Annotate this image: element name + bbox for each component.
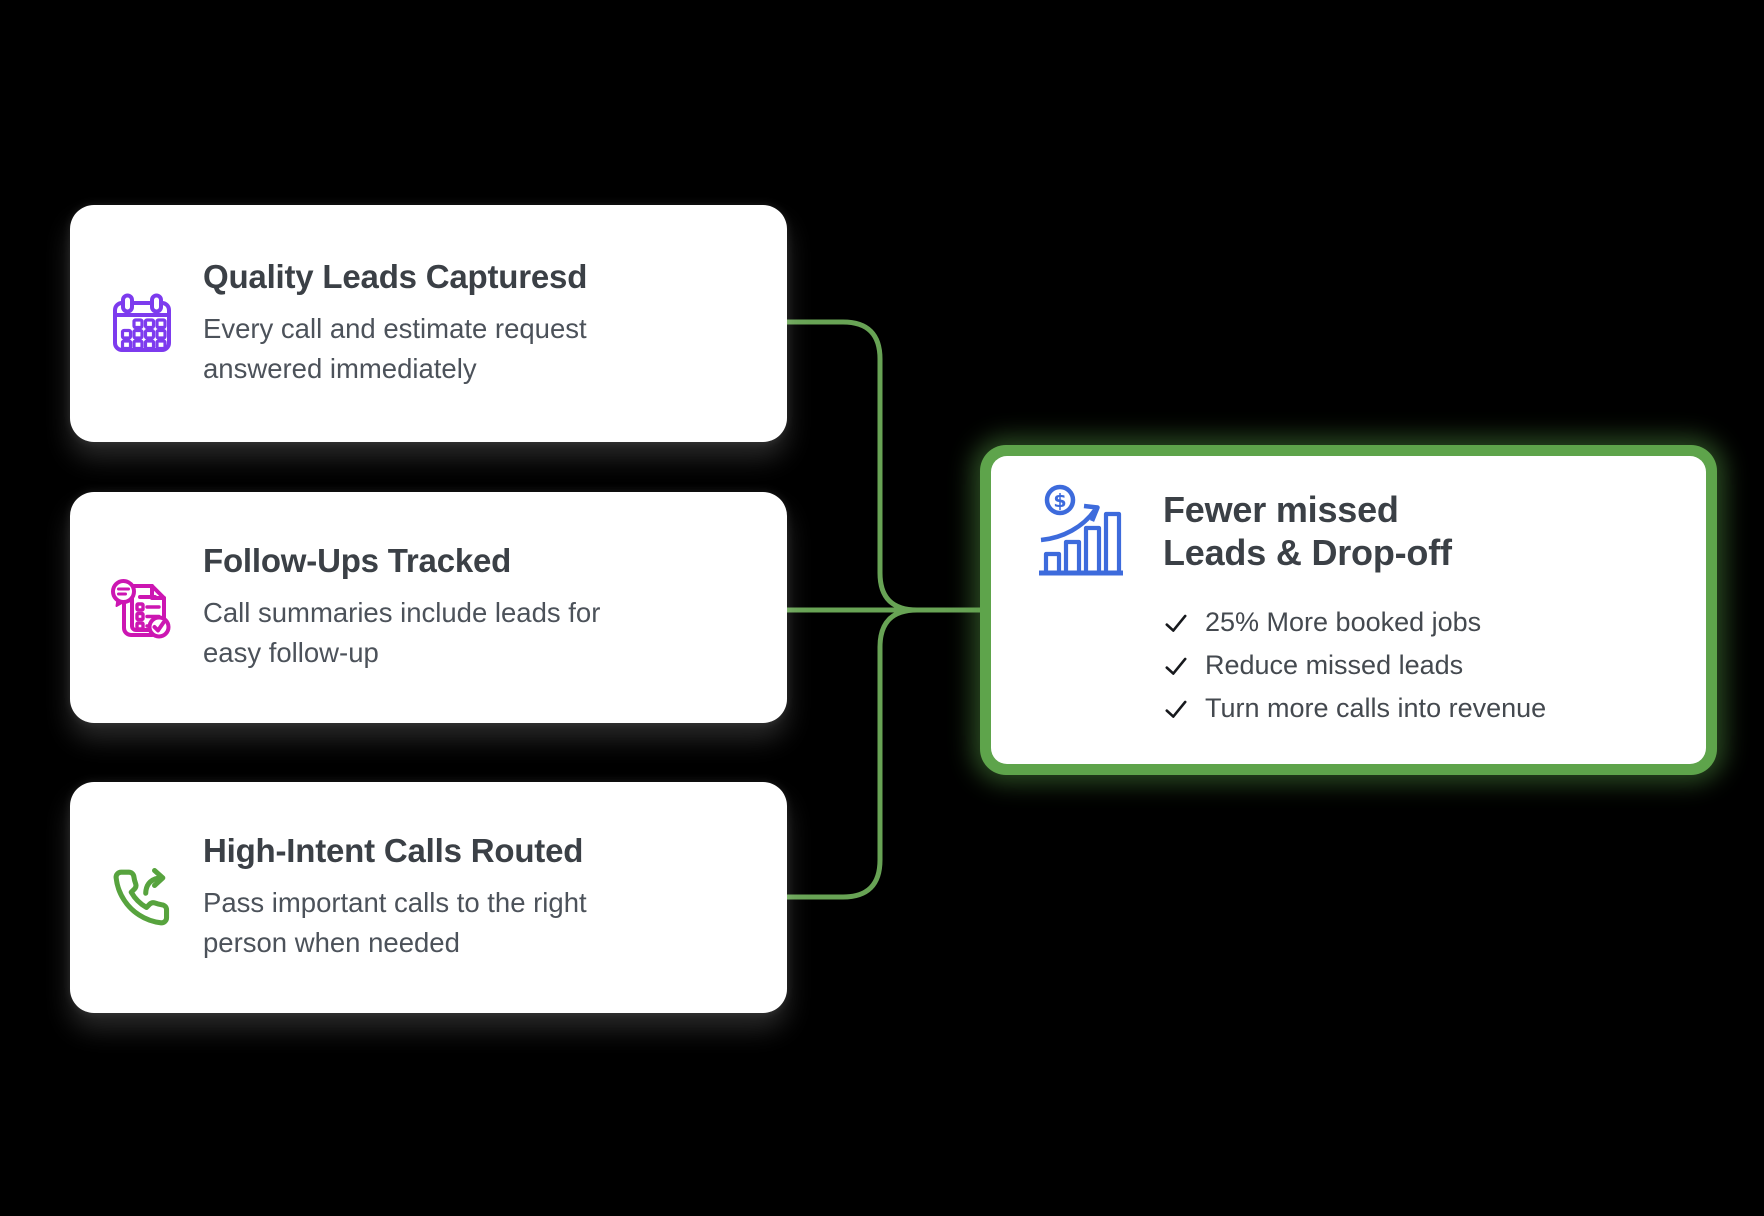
phone-forward-icon (110, 858, 174, 938)
calendar-icon (110, 284, 174, 364)
card-high-intent-calls: High-Intent Calls Routed Pass important … (70, 782, 787, 1013)
card-follow-ups: Follow-Ups Tracked Call summaries includ… (70, 492, 787, 723)
document-check-icon (110, 568, 174, 648)
card-description: Call summaries include leads for easy fo… (203, 597, 601, 668)
result-title: Fewer missed Leads & Drop-off (1163, 488, 1452, 574)
card-description: Pass important calls to the right person… (203, 887, 587, 958)
connector-bottom (787, 607, 918, 900)
card-description: Every call and estimate request answered… (203, 313, 587, 384)
card-text: Follow-Ups Tracked Call summaries includ… (203, 542, 658, 673)
connector-top (787, 319, 918, 613)
check-icon (1165, 657, 1187, 675)
result-card: $ Fewer missed Leads & Drop-off (980, 445, 1717, 775)
card-title: Quality Leads Capturesd (203, 258, 588, 295)
card-title: High-Intent Calls Routed (203, 832, 584, 869)
result-bullets: 25% More booked jobs Reduce missed leads… (1163, 608, 1546, 737)
result-title-line2: Leads & Drop-off (1163, 532, 1452, 573)
bullet-text: Turn more calls into revenue (1205, 693, 1547, 723)
check-icon (1165, 614, 1187, 632)
card-text: Quality Leads Capturesd Every call and e… (203, 258, 658, 389)
card-title: Follow-Ups Tracked (203, 542, 512, 579)
bullet-row: 25% More booked jobs (1163, 608, 1546, 637)
bullet-text: Reduce missed leads (1205, 650, 1464, 680)
bullet-row: Turn more calls into revenue (1163, 694, 1546, 723)
check-icon (1165, 700, 1187, 718)
growth-chart-icon: $ (1039, 484, 1123, 576)
dollar-symbol: $ (1053, 490, 1066, 512)
card-text: High-Intent Calls Routed Pass important … (203, 832, 658, 963)
result-title-line1: Fewer missed (1163, 489, 1399, 530)
card-quality-leads: Quality Leads Capturesd Every call and e… (70, 205, 787, 442)
bullet-row: Reduce missed leads (1163, 651, 1546, 680)
bullet-text: 25% More booked jobs (1205, 607, 1482, 637)
result-card-inner: $ Fewer missed Leads & Drop-off (991, 456, 1706, 764)
